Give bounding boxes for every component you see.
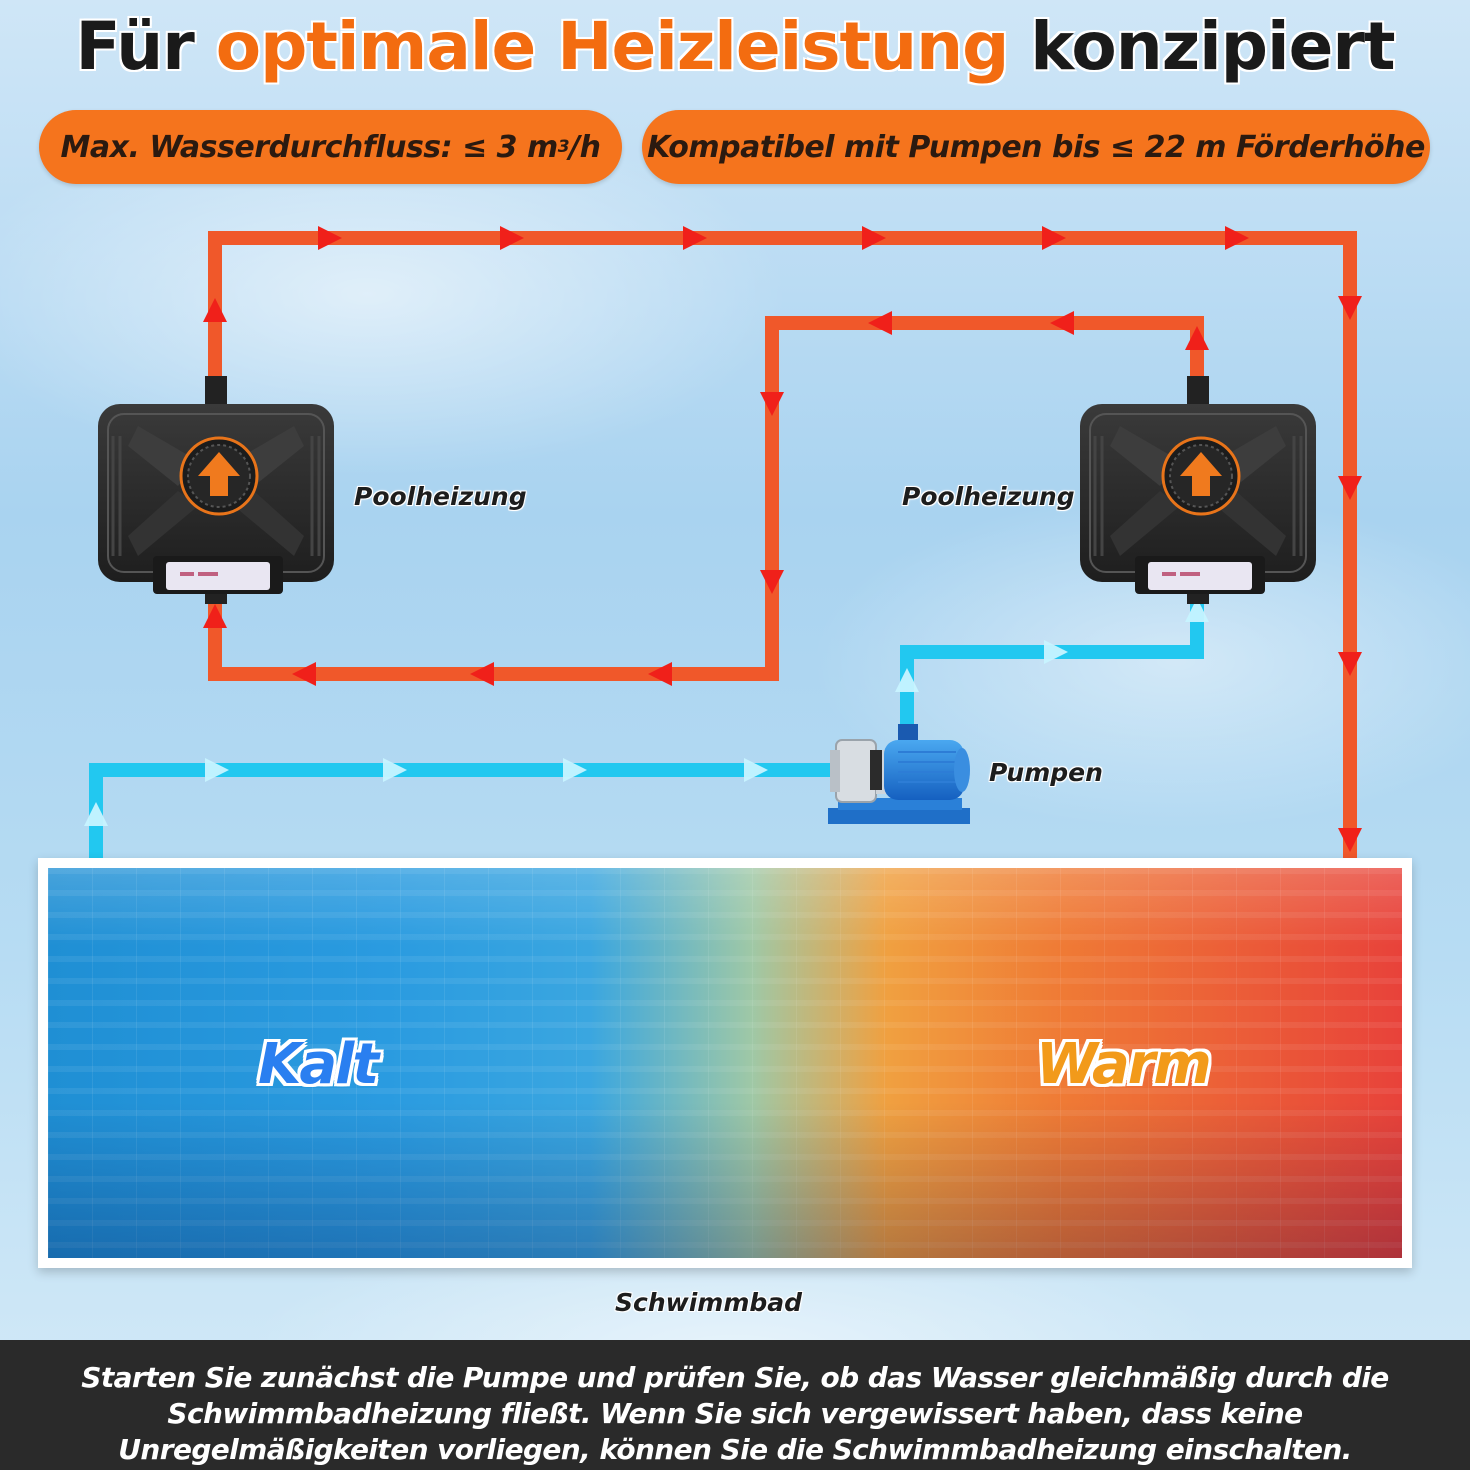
pool-heater-icon xyxy=(1080,376,1316,604)
footer-line-2: Schwimmbadheizung fließt. Wenn Sie sich … xyxy=(167,1397,1303,1430)
cold-pipe-pool-to-pump xyxy=(89,763,840,858)
page-title: Für optimale Heizleistung konzipiert xyxy=(0,8,1470,85)
title-highlight: optimale Heizleistung xyxy=(215,8,1010,85)
pump-compat-text: Kompatibel mit Pumpen bis ≤ 22 m Förderh… xyxy=(647,129,1425,165)
arrow-up-icon xyxy=(198,452,240,496)
hot-flow-arrows xyxy=(203,226,1362,852)
title-part1: Für xyxy=(75,8,216,85)
cold-label: Kalt xyxy=(258,1032,379,1097)
instructions-footer: Starten Sie zunächst die Pumpe und prüfe… xyxy=(0,1340,1470,1470)
cold-flow-arrows xyxy=(84,598,1209,826)
footer-line-1: Starten Sie zunächst die Pumpe und prüfe… xyxy=(81,1361,1389,1394)
water-pump-icon xyxy=(828,724,970,824)
title-part2: konzipiert xyxy=(1008,8,1395,85)
arrow-up-icon xyxy=(1180,452,1222,496)
heater-right-label: Poolheizung xyxy=(902,482,1075,511)
pool-water xyxy=(48,868,1402,1258)
pool-label: Schwimmbad xyxy=(615,1288,803,1317)
heater-left-label: Poolheizung xyxy=(354,482,527,511)
flow-spec-text: Max. Wasserdurchfluss: ≤ 3 m xyxy=(60,129,559,165)
pool xyxy=(38,858,1412,1268)
pump-compat-badge: Kompatibel mit Pumpen bis ≤ 22 m Förderh… xyxy=(642,110,1430,184)
footer-line-3: Unregelmäßigkeiten vorliegen, können Sie… xyxy=(118,1433,1352,1466)
flow-spec-unit: /h xyxy=(569,129,601,165)
pump-label: Pumpen xyxy=(989,758,1103,787)
pool-heater-icon xyxy=(98,376,334,604)
warm-label: Warm xyxy=(1036,1032,1212,1097)
flow-spec-sup: 3 xyxy=(557,137,570,157)
